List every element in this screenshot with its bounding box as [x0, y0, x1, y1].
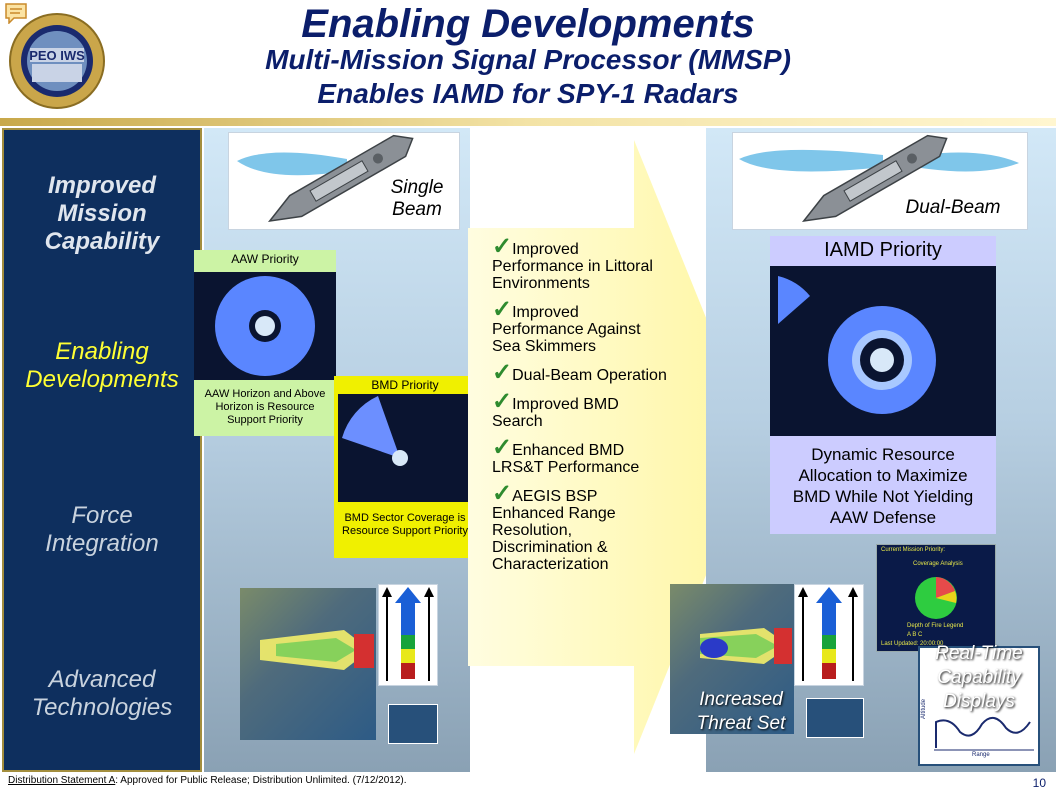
realtime-graph-display: Range Altitude Real-Time Capability Disp… [918, 643, 1040, 766]
checklist-item: ✓Improved BMD Search [492, 388, 619, 431]
distribution-statement: Distribution Statement A: Approved for P… [8, 775, 407, 786]
logo-text: PEO IWS [29, 48, 85, 63]
category-improved-mission: Improved Mission Capability [44, 172, 160, 255]
threat-map-future: Increased Threat Set [670, 584, 794, 734]
coverage-analysis-display: Current Mission Priority: Coverage Analy… [876, 544, 996, 652]
category-advanced-technologies: Advanced Technologies [31, 666, 173, 721]
coverage-line-3: Depth of Fire Legend [907, 623, 964, 629]
checklist-item: ✓Improved Performance Against Sea Skimme… [492, 296, 641, 356]
comment-icon[interactable] [4, 2, 28, 25]
checkmark-icon: ✓ [492, 434, 513, 461]
bmd-priority-caption: BMD Sector Coverage is Resource Support … [342, 512, 468, 537]
inset-map-current [388, 704, 438, 744]
altitude-arrows-future [794, 584, 864, 686]
aaw-radar-display [194, 272, 336, 380]
distribution-statement-text: : Approved for Public Release; Distribut… [115, 775, 407, 786]
page-number: 10 [1032, 776, 1046, 790]
peo-iws-logo: PEO IWS [8, 12, 106, 110]
aaw-priority-title: AAW Priority [231, 252, 299, 266]
checkmark-icon: ✓ [492, 388, 513, 415]
threat-map-current [240, 588, 376, 740]
page-subtitle-1: Multi-Mission Signal Processor (MMSP) [265, 44, 791, 75]
category-force-integration: Force Integration [45, 502, 159, 557]
category-panel: Improved Mission Capability Enabling Dev… [2, 128, 202, 772]
graph-xlabel: Range [972, 752, 990, 758]
arrow-up-icon [395, 587, 421, 615]
checkmark-icon: ✓ [492, 480, 513, 507]
coverage-line-4: Last Updated: 20:00:00 [881, 641, 944, 647]
bmd-radar-display [338, 394, 472, 502]
title-divider [0, 118, 1056, 126]
checklist-item: ✓Enhanced BMD LRS&T Performance [492, 434, 640, 477]
page-title: Enabling Developments [301, 2, 755, 46]
checkmark-icon: ✓ [492, 233, 513, 260]
single-beam-panel: Single Beam [228, 132, 460, 230]
checkmark-icon: ✓ [492, 296, 513, 323]
checklist-item: ✓Improved Performance in Littoral Enviro… [492, 233, 653, 293]
iamd-priority-title: IAMD Priority [824, 239, 942, 261]
range-altitude-graph [920, 648, 1038, 764]
single-beam-label: Single Beam [390, 177, 444, 220]
coverage-pie [915, 577, 957, 619]
coverage-line-1: Current Mission Priority: [881, 547, 946, 553]
category-enabling-developments: Enabling Developments [25, 338, 179, 393]
dual-beam-label: Dual-Beam [905, 197, 1001, 218]
bmd-priority-title: BMD Priority [371, 378, 439, 392]
iamd-priority-card: IAMD Priority Dynamic Resource Allocatio… [770, 236, 996, 534]
coverage-line-2: Coverage Analysis [913, 561, 963, 567]
ship-icon [237, 134, 414, 223]
iamd-priority-caption: Dynamic Resource Allocation to Maximize … [792, 445, 974, 527]
dual-beam-panel: Dual-Beam [732, 132, 1028, 230]
inset-map-future [806, 698, 864, 738]
realtime-label: Real-Time Capability Displays [935, 643, 1023, 712]
distribution-statement-label: Distribution Statement A [8, 775, 116, 786]
arrow-up-icon [816, 587, 842, 615]
bmd-priority-card: BMD Priority BMD Sector Coverage is Reso… [334, 376, 476, 558]
aaw-priority-card: AAW Priority AAW Horizon and Above Horiz… [194, 250, 336, 436]
ship-icon [739, 134, 1019, 223]
iamd-radar-display [770, 266, 996, 436]
aaw-priority-caption: AAW Horizon and Above Horizon is Resourc… [204, 388, 326, 426]
checklist-item: ✓AEGIS BSP Enhanced Range Resolution, Di… [492, 480, 616, 574]
page-subtitle-2: Enables IAMD for SPY-1 Radars [317, 78, 739, 109]
checkmark-icon: ✓ [492, 359, 513, 386]
improvement-checklist: ✓Improved Performance in Littoral Enviro… [492, 233, 672, 582]
checklist-item: ✓Dual-Beam Operation [492, 359, 667, 386]
altitude-arrows-current [378, 584, 438, 686]
coverage-legend: A B C [907, 632, 923, 638]
increased-threat-label: Increased Threat Set [696, 689, 786, 734]
